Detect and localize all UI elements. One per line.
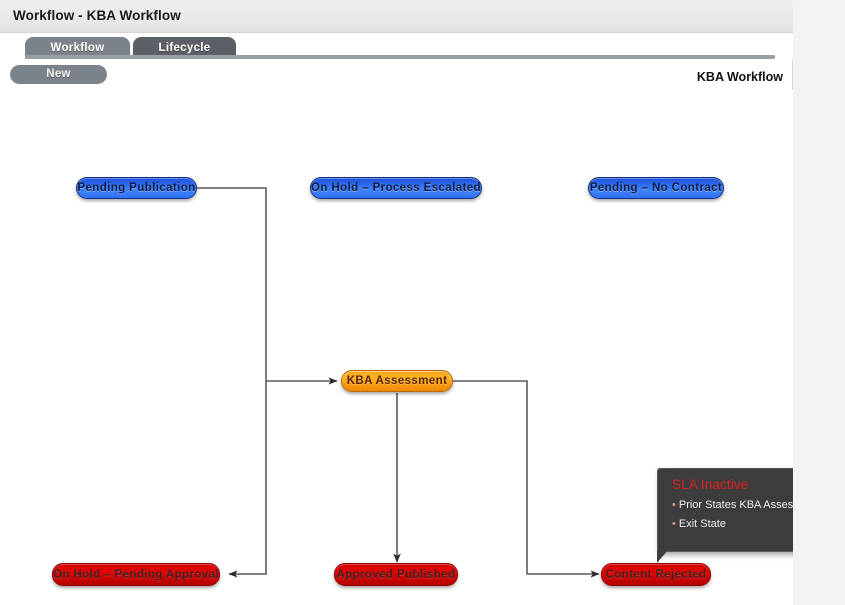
node-on-hold-process-escalated[interactable]: On Hold – Process Escalated: [310, 177, 482, 199]
tab-workflow-label: Workflow: [50, 42, 105, 54]
tooltip-title: SLA Inactive: [672, 477, 749, 492]
edge-pending-publication-to-on-hold-approval: [228, 381, 267, 578]
canvas-title: KBA Workflow: [696, 70, 783, 84]
bullet-icon: •: [672, 499, 676, 511]
bullet-icon: •: [672, 518, 676, 530]
edge-kba-assessment-to-content-rejected: [453, 380, 600, 578]
tab-lifecycle[interactable]: Lifecycle: [133, 37, 236, 59]
tab-strip-divider: [25, 55, 775, 59]
tooltip-row-exit-state: •Exit State: [672, 518, 832, 530]
node-content-rejected[interactable]: Content Rejected: [601, 563, 711, 586]
node-label: Pending – No Contract: [589, 182, 723, 194]
diagram-toolbar: New KBA Workflow: [0, 62, 793, 88]
new-button[interactable]: New: [10, 65, 107, 84]
node-pending-publication[interactable]: Pending Publication: [76, 177, 197, 199]
page-title: Workflow - KBA Workflow: [13, 8, 181, 23]
page-background: [793, 0, 845, 605]
node-label: On Hold – Pending Approval: [53, 568, 219, 581]
node-approved-published[interactable]: Approved Published: [334, 563, 458, 586]
tooltip-row-prior-states: •Prior States KBA Assessment: [672, 499, 832, 511]
tab-strip: Workflow Lifecycle: [0, 33, 793, 59]
node-label: On Hold – Process Escalated: [311, 182, 481, 194]
node-label: Content Rejected: [605, 568, 707, 581]
node-label: Pending Publication: [77, 182, 196, 194]
node-pending-no-contract[interactable]: Pending – No Contract: [588, 177, 724, 199]
window-title-bar: Workflow - KBA Workflow: [0, 0, 793, 33]
edge-layer: [197, 187, 600, 578]
tooltip-row-text: Prior States KBA Assessment: [678, 499, 824, 511]
node-kba-assessment[interactable]: KBA Assessment: [341, 370, 453, 392]
tab-lifecycle-label: Lifecycle: [158, 42, 211, 54]
node-label: KBA Assessment: [346, 375, 448, 387]
tab-workflow[interactable]: Workflow: [25, 37, 130, 59]
tooltip-row-text: Exit State: [678, 518, 726, 530]
tooltip-pointer: [657, 550, 668, 563]
node-label: Approved Published: [336, 568, 456, 581]
edge-pending-publication-to-kba-assessment: [197, 187, 338, 385]
node-on-hold-pending-approval[interactable]: On Hold – Pending Approval: [52, 563, 220, 586]
